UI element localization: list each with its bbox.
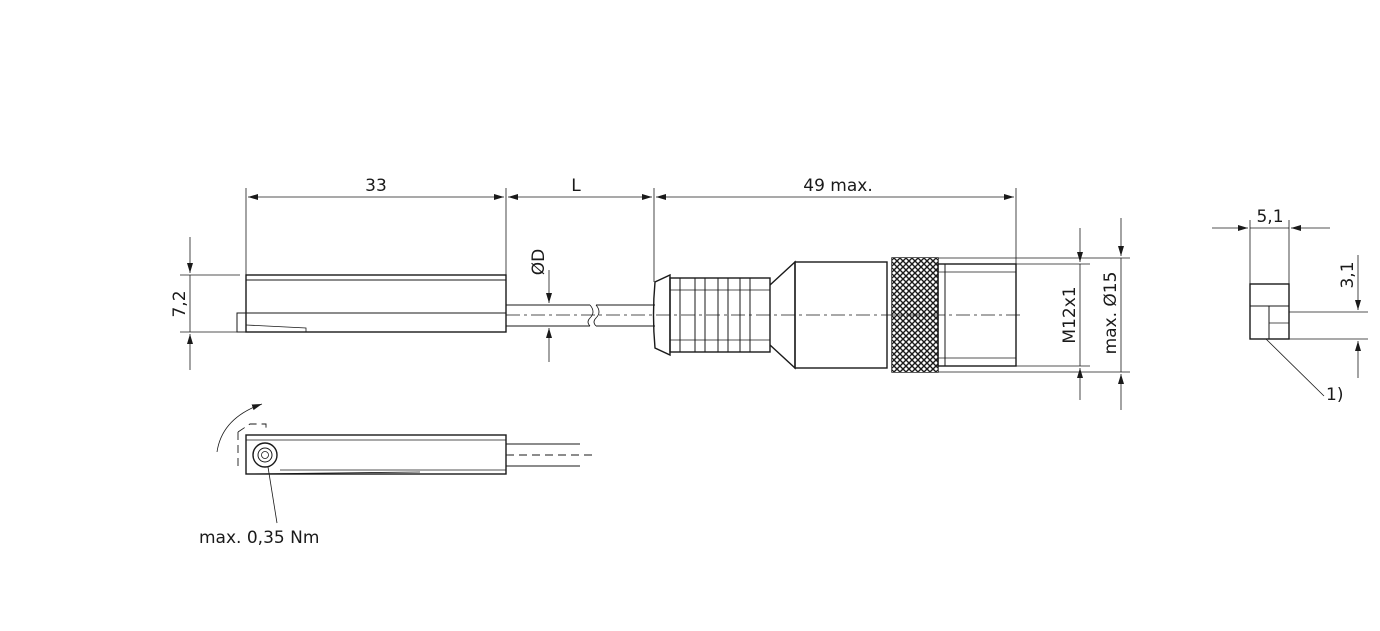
dim-connector-diameter: max. Ø15	[938, 218, 1130, 410]
dim-od-label: ØD	[529, 249, 549, 275]
dim-cable-diameter: ØD	[529, 249, 552, 362]
dim-thread: M12x1	[1016, 228, 1090, 400]
sensor-body-side-view	[236, 274, 507, 333]
dim-49-label: 49 max.	[803, 176, 872, 196]
dim-3-1-label: 3,1	[1338, 261, 1358, 288]
sensor-mounting-view: max. 0,35 Nm	[199, 403, 595, 548]
dim-connector-length: 49 max.	[656, 176, 1017, 264]
dim-sensor-height: 7,2	[170, 237, 240, 370]
dim-d15-label: max. Ø15	[1101, 272, 1121, 355]
dim-m12-label: M12x1	[1060, 286, 1080, 343]
screw-icon	[252, 442, 278, 468]
cable-side-view	[506, 304, 655, 327]
dim-33-label: 33	[365, 176, 387, 196]
dim-l-label: L	[571, 176, 581, 196]
rotation-arrow-icon	[216, 403, 263, 453]
torque-label: max. 0,35 Nm	[199, 528, 319, 548]
footnote-label: 1)	[1326, 385, 1343, 405]
dim-7-2-label: 7,2	[170, 290, 190, 317]
sensor-end-view: 5,1 3,1 1)	[1212, 207, 1368, 405]
dim-cable-length: L	[508, 176, 655, 282]
dim-5-1-label: 5,1	[1256, 207, 1283, 227]
footnote-leader	[1265, 338, 1325, 397]
dim-sensor-length: 33	[245, 176, 507, 305]
